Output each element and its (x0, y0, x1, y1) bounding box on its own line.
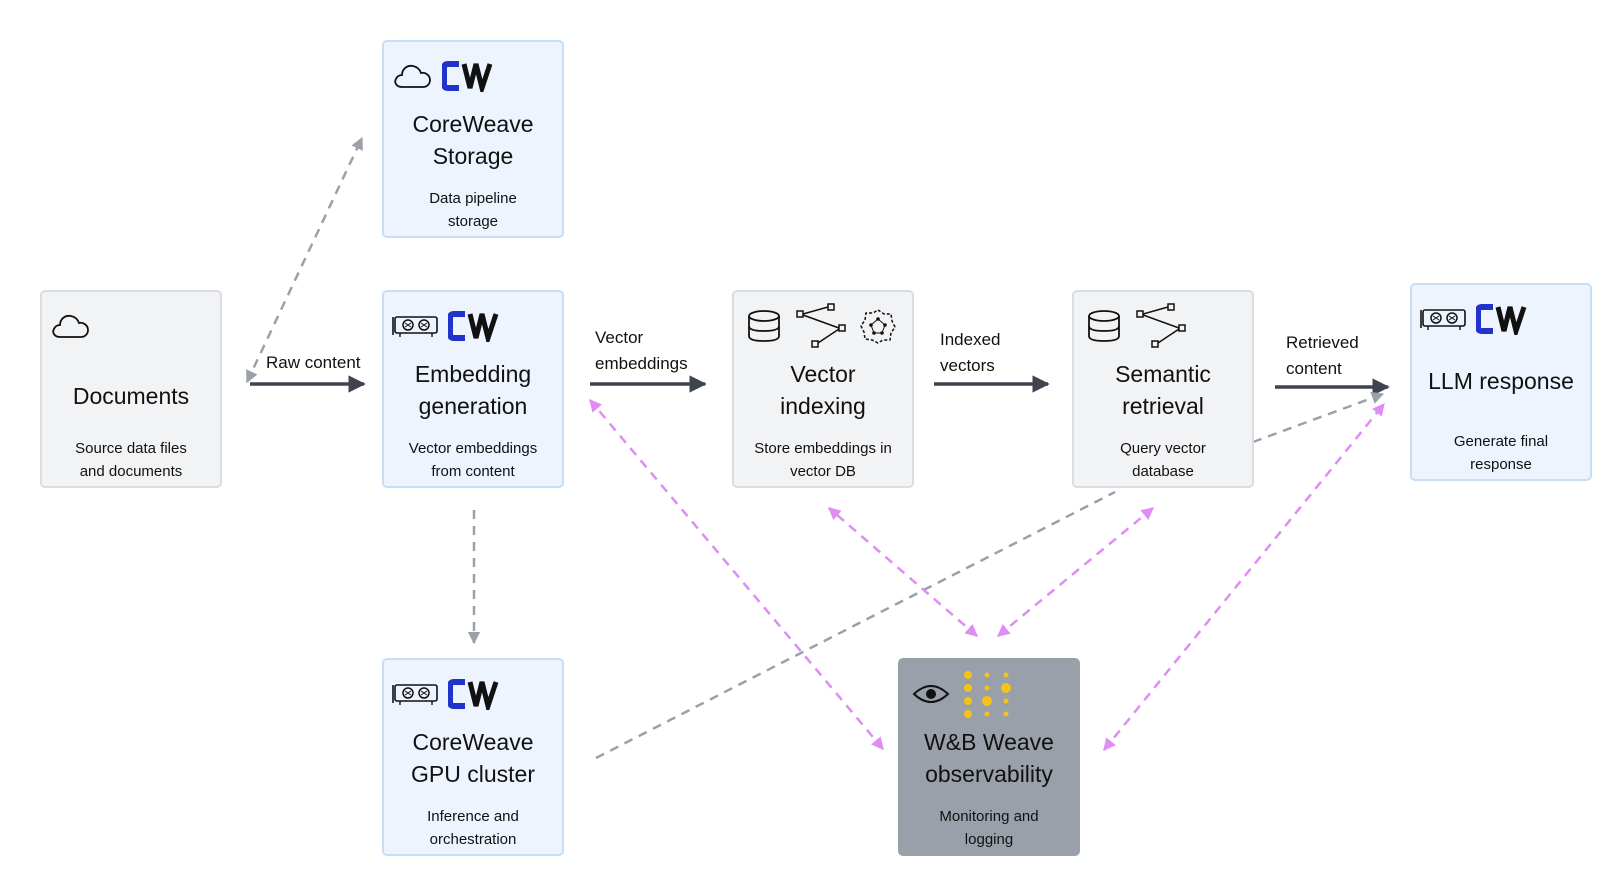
node-vector-indexing[interactable]: Vector indexing Store embeddings in vect… (732, 290, 914, 488)
node-title: W&B Weave observability (924, 729, 1054, 787)
node-embedding-generation[interactable]: Embedding generation Vector embeddings f… (382, 290, 564, 488)
database-icon (746, 308, 782, 344)
node-description: Data pipeline storage (429, 190, 517, 230)
network-icon (1136, 303, 1186, 349)
edge-label-raw-content: Raw content (266, 353, 361, 372)
gpu-icon (392, 682, 440, 706)
node-icons (392, 54, 494, 98)
edge-weave-embedding (589, 399, 884, 750)
node-description: Inference and orchestration (427, 808, 519, 848)
cloud-icon (50, 311, 92, 341)
node-icons (746, 303, 896, 349)
node-title: Semantic retrieval (1115, 361, 1211, 419)
weave-logo (962, 669, 1012, 719)
edge-label-indexed-vectors: Indexed vectors (940, 330, 1001, 375)
edge-storage-documents (245, 136, 364, 384)
node-description: Store embeddings in vector DB (754, 440, 892, 480)
node-icons (912, 669, 1012, 719)
edge-label-vector-embeddings: Vector embeddings (595, 328, 688, 373)
edge-weave-vector (828, 507, 978, 637)
node-description: Vector embeddings from content (408, 440, 538, 480)
node-icons (50, 304, 92, 348)
eye-icon (912, 682, 950, 706)
node-description: Monitoring and logging (939, 808, 1039, 848)
node-description: Query vector database (1120, 440, 1206, 480)
node-title: Vector indexing (780, 361, 866, 419)
node-title: CoreWeave Storage (412, 111, 534, 169)
node-llm-response[interactable]: LLM response Generate final response (1410, 283, 1592, 481)
node-wandb-weave-observability[interactable]: W&B Weave observability Monitoring and l… (898, 658, 1080, 856)
coreweave-logo (448, 678, 500, 710)
network-icon (796, 303, 846, 349)
node-semantic-retrieval[interactable]: Semantic retrieval Query vector database (1072, 290, 1254, 488)
node-documents[interactable]: Documents Source data files and document… (40, 290, 222, 488)
node-description: Source data files and documents (75, 440, 187, 480)
node-icons (392, 304, 500, 348)
node-title: CoreWeave GPU cluster (411, 729, 535, 787)
node-icons (392, 672, 500, 716)
node-icons (1420, 297, 1528, 341)
edge-label-retrieved-content: Retrieved content (1286, 333, 1359, 378)
node-description: Generate final response (1453, 433, 1549, 473)
node-coreweave-storage[interactable]: CoreWeave Storage Data pipeline storage (382, 40, 564, 238)
cloud-icon (392, 61, 434, 91)
coreweave-logo (442, 60, 494, 92)
edge-weave-semantic (997, 507, 1154, 637)
coreweave-logo (1476, 303, 1528, 335)
edge-semantic-llm (1252, 392, 1385, 444)
edge-weave-llm (1103, 403, 1385, 751)
coreweave-logo (448, 310, 500, 342)
gpu-icon (392, 314, 440, 338)
gpu-icon (1420, 307, 1468, 331)
node-title: Documents (72, 383, 190, 409)
node-icons (1086, 303, 1186, 349)
node-title: LLM response (1428, 368, 1574, 394)
node-coreweave-gpu-cluster[interactable]: CoreWeave GPU cluster Inference and orch… (382, 658, 564, 856)
cluster-icon (860, 308, 896, 344)
node-title: Embedding generation (414, 361, 532, 419)
database-icon (1086, 308, 1122, 344)
